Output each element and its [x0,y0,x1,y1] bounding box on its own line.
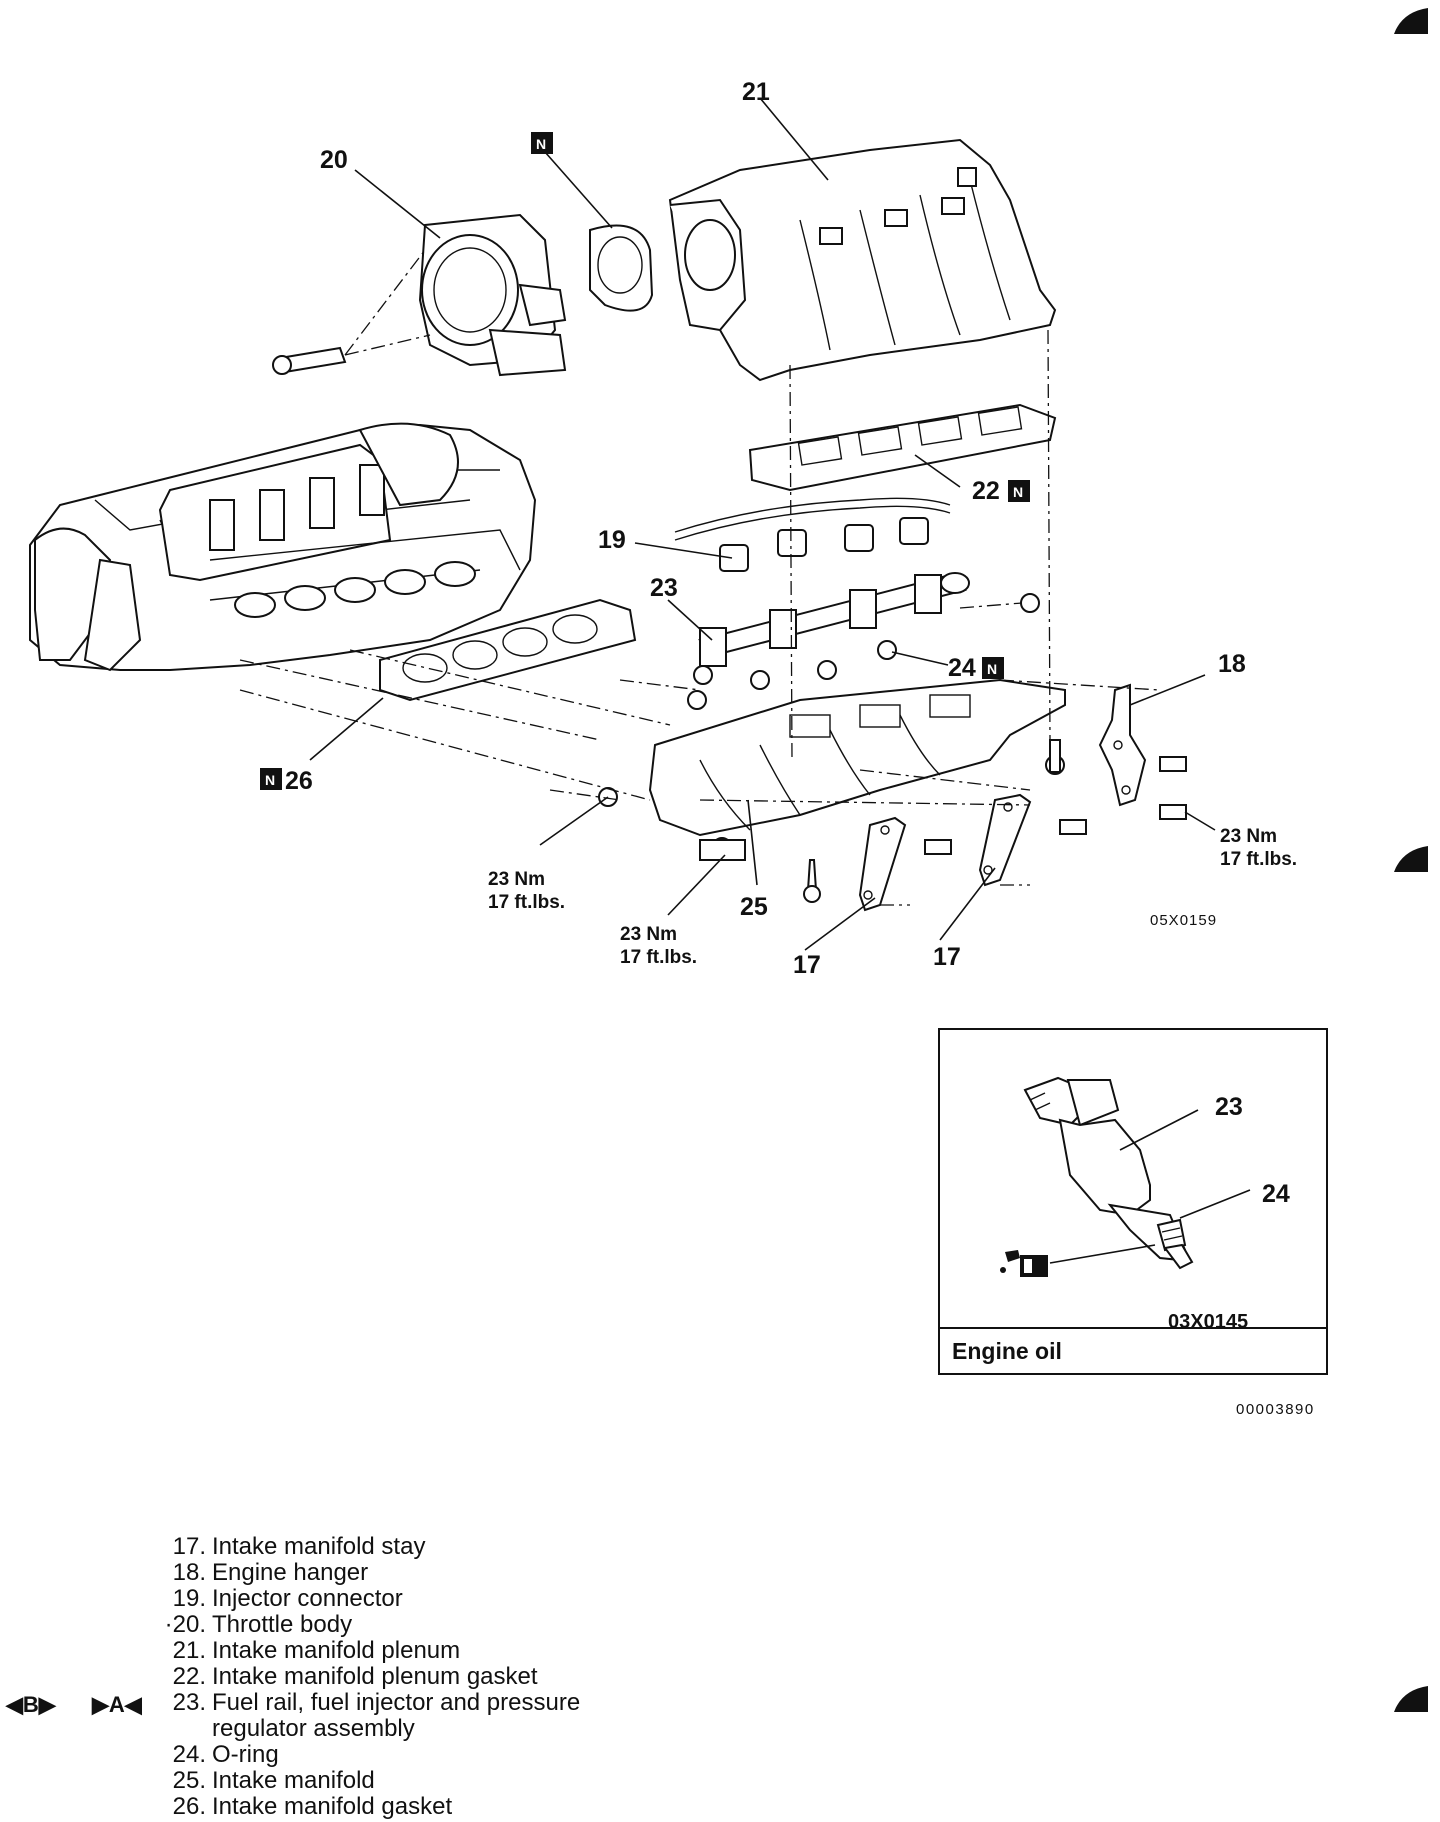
manifold-stay-b-drawing [978,793,1087,887]
part-name: Intake manifold stay [212,1533,426,1560]
callout-24: 24 [948,654,976,682]
part-name: Intake manifold plenum gasket [212,1663,538,1690]
throttle-body-drawing [272,213,567,377]
intake-manifold-gasket-drawing [379,598,637,702]
new-part-n-icon: N [531,132,553,154]
part-number: 19. [172,1585,206,1612]
part-number: 26. [172,1793,206,1820]
engine-hanger-drawing [1098,683,1187,820]
injector-harness-drawing [674,497,951,572]
list-item: 17.Intake manifold stay [160,1534,642,1560]
list-item: 18.Engine hanger [160,1560,642,1586]
list-item: ·20.Throttle body [160,1612,642,1638]
throttle-body-gasket-drawing [589,224,654,312]
inset-injector-drawing [1023,1076,1194,1270]
inset-callout-24: 24 [1262,1180,1290,1208]
inset-leader-oil [1049,1244,1156,1264]
inset-callout-23: 23 [1215,1093,1243,1121]
callout-17: 17 [793,951,821,979]
torque-ftlbs: 17 ft.lbs. [488,892,565,913]
part-number: 25. [172,1767,206,1794]
part-number: ·20. [164,1611,206,1638]
list-item: 22.Intake manifold plenum gasket [160,1664,642,1690]
torque-nm: 23 Nm [1220,826,1277,847]
cylinder-head-drawing [29,422,537,672]
inset-leader-23 [1119,1109,1199,1151]
part-number: 21. [172,1637,206,1664]
intake-plenum-drawing [668,138,1057,382]
list-item: 26.Intake manifold gasket [160,1794,642,1820]
part-name: Throttle body [212,1611,353,1638]
part-number: 24. [172,1741,206,1768]
torque-ftlbs: 17 ft.lbs. [1220,849,1297,870]
o-rings-drawing [687,640,897,710]
manifold-stay-a-drawing [858,816,952,912]
part-name: Engine hanger [212,1559,369,1586]
callout-25: 25 [740,893,768,921]
torque-nm: 23 Nm [620,924,677,945]
part-name: O-ring [212,1741,279,1768]
list-item: 19.Injector connector [160,1586,642,1612]
parts-list: 17.Intake manifold stay 18.Engine hanger… [160,1534,642,1820]
part-number: 22. [172,1663,206,1690]
part-name: Injector connector [212,1585,403,1612]
main-figure-code: 05X0159 [1150,912,1217,929]
procedure-mark-b: ◀B▶ [6,1692,56,1717]
part-number: 17. [172,1533,206,1560]
callout-26: 26 [285,767,313,795]
callout-22: 22 [972,477,1000,505]
page-edge-tab-icon [1394,1686,1428,1712]
torque-nm: 23 Nm [488,869,545,890]
callout-18: 18 [1218,650,1246,678]
inset-footer-label: Engine oil [940,1327,1326,1373]
list-item: 23.Fuel rail, fuel injector and pressure… [160,1690,642,1742]
callout-20: 20 [320,146,348,174]
new-part-n-icon: N [982,657,1004,679]
list-item: 25.Intake manifold [160,1768,642,1794]
fuel-rail-drawing [698,572,1040,667]
part-number: 18. [172,1559,206,1586]
part-name: Intake manifold gasket [212,1793,453,1820]
list-item: 24.O-ring [160,1742,642,1768]
leader-lines [309,97,1216,951]
plenum-gasket-drawing [748,403,1057,492]
callout-23: 23 [650,574,678,602]
n-mark-label: N [265,772,275,788]
new-part-n-icon: N [260,768,282,790]
torque-ftlbs: 17 ft.lbs. [620,947,697,968]
part-number: 23. [172,1689,206,1716]
part-name: Intake manifold [212,1767,375,1794]
list-item: 21.Intake manifold plenum [160,1638,642,1664]
alignment-lines [239,329,1161,906]
callout-21: 21 [742,78,770,106]
page-edge-tab-icon [1394,846,1428,872]
inset-panel: Engine oil [938,1028,1328,1375]
part-name: Intake manifold plenum [212,1637,461,1664]
intake-manifold-drawing [598,678,1066,903]
part-name: Fuel rail, fuel injector and pressure re… [212,1689,581,1742]
n-mark-label: N [536,136,546,152]
oil-can-icon [1000,1250,1048,1277]
new-part-n-icon: N [1008,480,1030,502]
n-mark-label: N [1013,484,1023,500]
callout-17: 17 [933,943,961,971]
page-edge-tab-icon [1394,8,1428,34]
figure-code: 00003890 [1236,1401,1315,1418]
procedure-mark-a: ▶A◀ [92,1692,142,1717]
callout-19: 19 [598,526,626,554]
inset-leader-24 [1179,1189,1251,1219]
n-mark-label: N [987,661,997,677]
